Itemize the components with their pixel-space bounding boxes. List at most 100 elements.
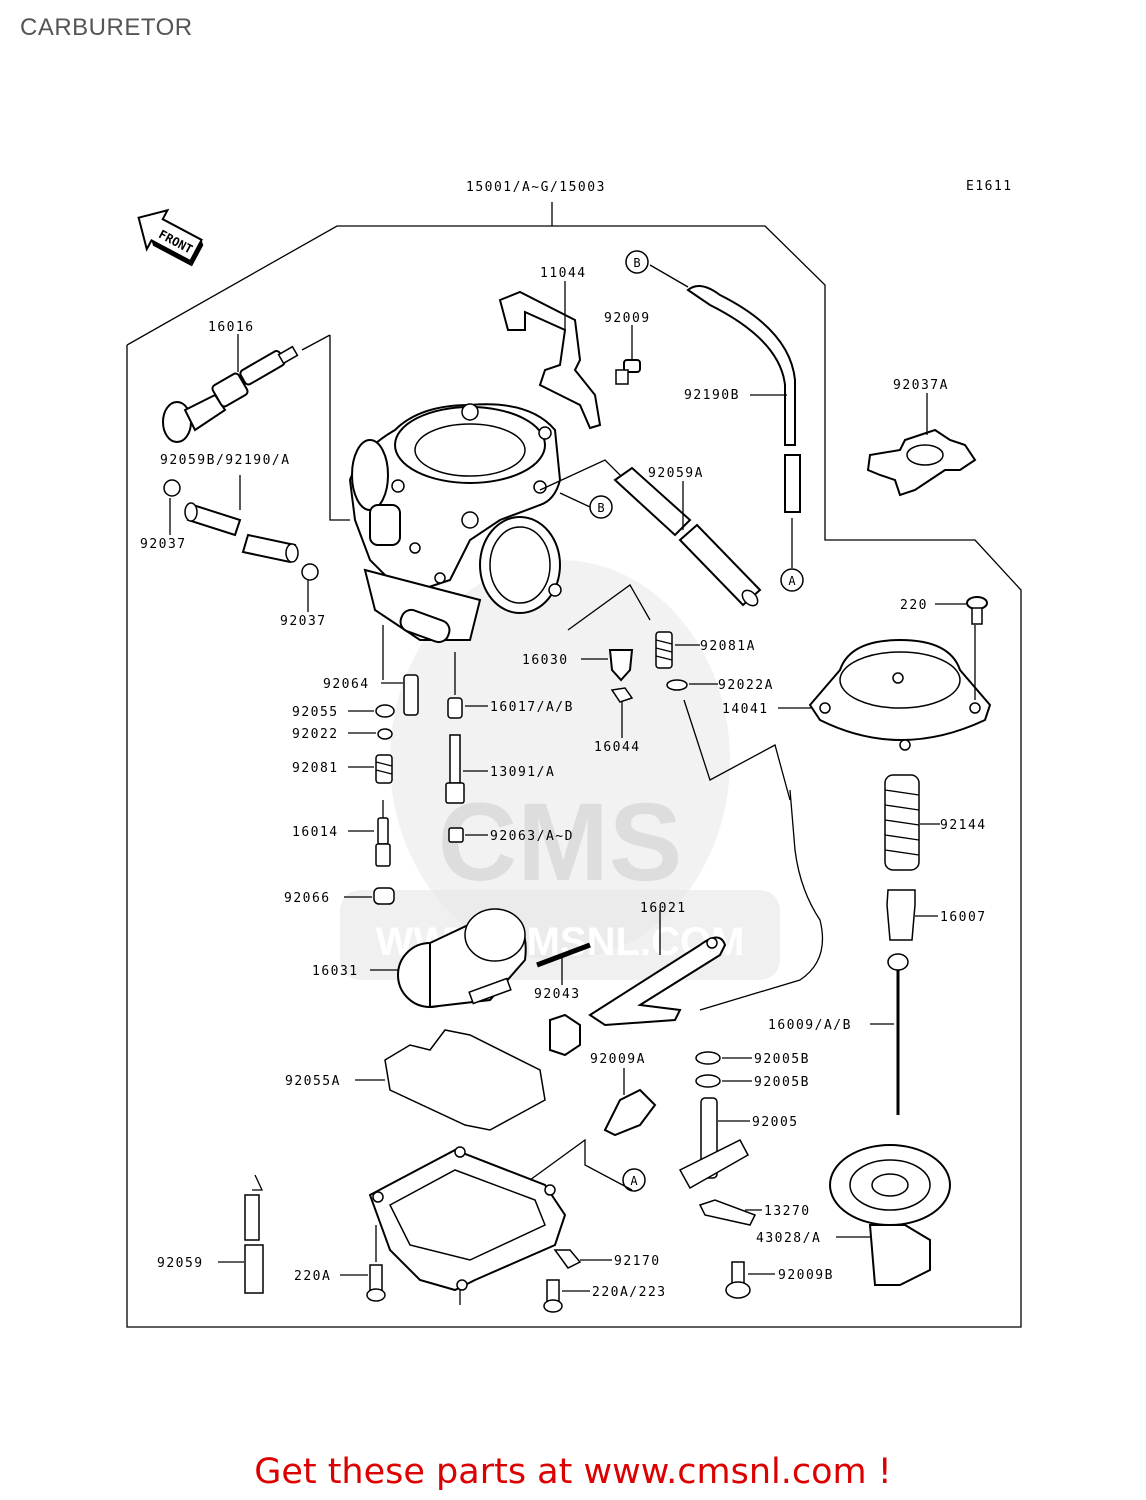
label-43028: 43028/A — [756, 1231, 821, 1246]
part-float-bowl — [368, 1146, 567, 1292]
carburetor-body — [348, 403, 562, 644]
label-92059B: 92059B/92190/A — [160, 453, 291, 468]
part-92059A-hose — [613, 466, 762, 607]
part-92037-clip-2 — [301, 563, 319, 581]
front-arrow-icon: FRONT — [137, 208, 204, 267]
label-13091: 13091/A — [490, 765, 555, 780]
label-92037-2: 92037 — [280, 614, 327, 629]
part-16009-needle — [887, 953, 909, 1115]
label-16030: 16030 — [522, 653, 569, 668]
label-92063: 92063/A~D — [490, 829, 574, 844]
assembly-outline — [126, 225, 1022, 1328]
callout-b-mid: B — [589, 495, 613, 519]
callout-a-right: A — [780, 568, 804, 592]
label-220A: 220A — [294, 1269, 331, 1284]
part-220A223-screw — [543, 1279, 563, 1313]
label-16021: 16021 — [640, 901, 687, 916]
part-throttle-cable — [699, 789, 824, 1011]
label-92022: 92022 — [292, 727, 339, 742]
part-43028-piston — [829, 1144, 951, 1286]
part-220A-screw — [366, 1264, 386, 1302]
label-92043: 92043 — [534, 987, 581, 1002]
label-14041: 14041 — [722, 702, 769, 717]
label-92037A: 92037A — [893, 378, 949, 393]
part-92005-fitting — [678, 1097, 750, 1190]
label-220: 220 — [900, 598, 928, 613]
label-92037-1: 92037 — [140, 537, 187, 552]
svg-text:B: B — [597, 501, 604, 515]
label-92059: 92059 — [157, 1256, 204, 1271]
part-92064-screw — [403, 674, 419, 716]
part-92037-clip-1 — [163, 479, 181, 497]
label-16009: 16009/A/B — [768, 1018, 852, 1033]
part-92043-pin — [536, 942, 591, 968]
part-92022A-washer — [666, 679, 688, 691]
part-92037A-clip — [866, 428, 977, 497]
label-92081A: 92081A — [700, 639, 756, 654]
part-92005B-oring-2 — [695, 1074, 721, 1088]
label-16016: 16016 — [208, 320, 255, 335]
part-92190B-hose — [686, 285, 796, 446]
part-11044-bracket — [498, 290, 602, 430]
label-92144: 92144 — [940, 818, 987, 833]
label-92022A: 92022A — [718, 678, 774, 693]
part-220-screw — [966, 596, 988, 625]
label-92005B-1: 92005B — [754, 1052, 810, 1067]
part-92055-oring — [375, 704, 395, 718]
part-16007-holder — [886, 889, 916, 941]
part-92009A-screw — [603, 1088, 657, 1137]
part-16031-cover — [397, 908, 527, 1009]
part-92009B-screw — [725, 1261, 751, 1299]
label-92055A: 92055A — [285, 1074, 341, 1089]
label-220A223: 220A/223 — [592, 1285, 667, 1300]
callout-b-top: B — [625, 250, 649, 274]
label-92005: 92005 — [752, 1115, 799, 1130]
label-13270: 13270 — [764, 1204, 811, 1219]
part-92081-spring — [375, 754, 393, 784]
label-92064: 92064 — [323, 677, 370, 692]
part-92063-jet — [448, 827, 464, 843]
label-assembly: 15001/A~G/15003 — [466, 180, 606, 195]
label-92066: 92066 — [284, 891, 331, 906]
ref-code: E1611 — [966, 179, 1013, 194]
label-11044: 11044 — [540, 266, 587, 281]
part-92055A-gasket — [384, 1029, 546, 1131]
part-92190B-hose-lower — [784, 454, 801, 513]
callout-a-bottom: A — [622, 1168, 646, 1192]
label-16017: 16017/A/B — [490, 700, 574, 715]
part-92022-washer — [377, 728, 393, 740]
promo-link[interactable]: Get these parts at www.cmsnl.com ! — [254, 1452, 892, 1492]
svg-text:A: A — [630, 1174, 638, 1188]
label-92009B: 92009B — [778, 1268, 834, 1283]
part-16016-plunger — [162, 345, 299, 443]
part-92009-screw — [615, 359, 641, 385]
label-92190B: 92190B — [684, 388, 740, 403]
part-16030-needle — [608, 649, 634, 682]
part-92066-cap — [373, 887, 395, 905]
part-16014-screw — [375, 800, 391, 867]
part-13270-plate — [698, 1199, 757, 1226]
label-92009A: 92009A — [590, 1052, 646, 1067]
page-title: CARBURETOR — [20, 14, 193, 41]
label-92081: 92081 — [292, 761, 339, 776]
label-16031: 16031 — [312, 964, 359, 979]
part-92059-hose — [244, 1194, 264, 1294]
part-92144-spring — [884, 774, 920, 871]
label-16044: 16044 — [594, 740, 641, 755]
svg-text:A: A — [788, 574, 796, 588]
part-92081A-spring — [655, 631, 673, 669]
part-92170-clamp — [553, 1249, 582, 1269]
watermark-brand: CMS — [438, 781, 682, 904]
part-92005B-oring-1 — [695, 1051, 721, 1065]
label-92170: 92170 — [614, 1254, 661, 1269]
label-92059A: 92059A — [648, 466, 704, 481]
carburetor-exploded-diagram: CMS WWW.CMSNL.COM 15001/A~G/15003 E1611 … — [126, 179, 1022, 1328]
label-92005B-2: 92005B — [754, 1075, 810, 1090]
part-16017-jet — [447, 697, 463, 719]
label-92055: 92055 — [292, 705, 339, 720]
label-16007: 16007 — [940, 910, 987, 925]
part-92059B-hoses — [184, 502, 299, 564]
part-13091-jet — [445, 734, 465, 804]
part-14041-cover — [808, 638, 992, 751]
label-92009: 92009 — [604, 311, 651, 326]
